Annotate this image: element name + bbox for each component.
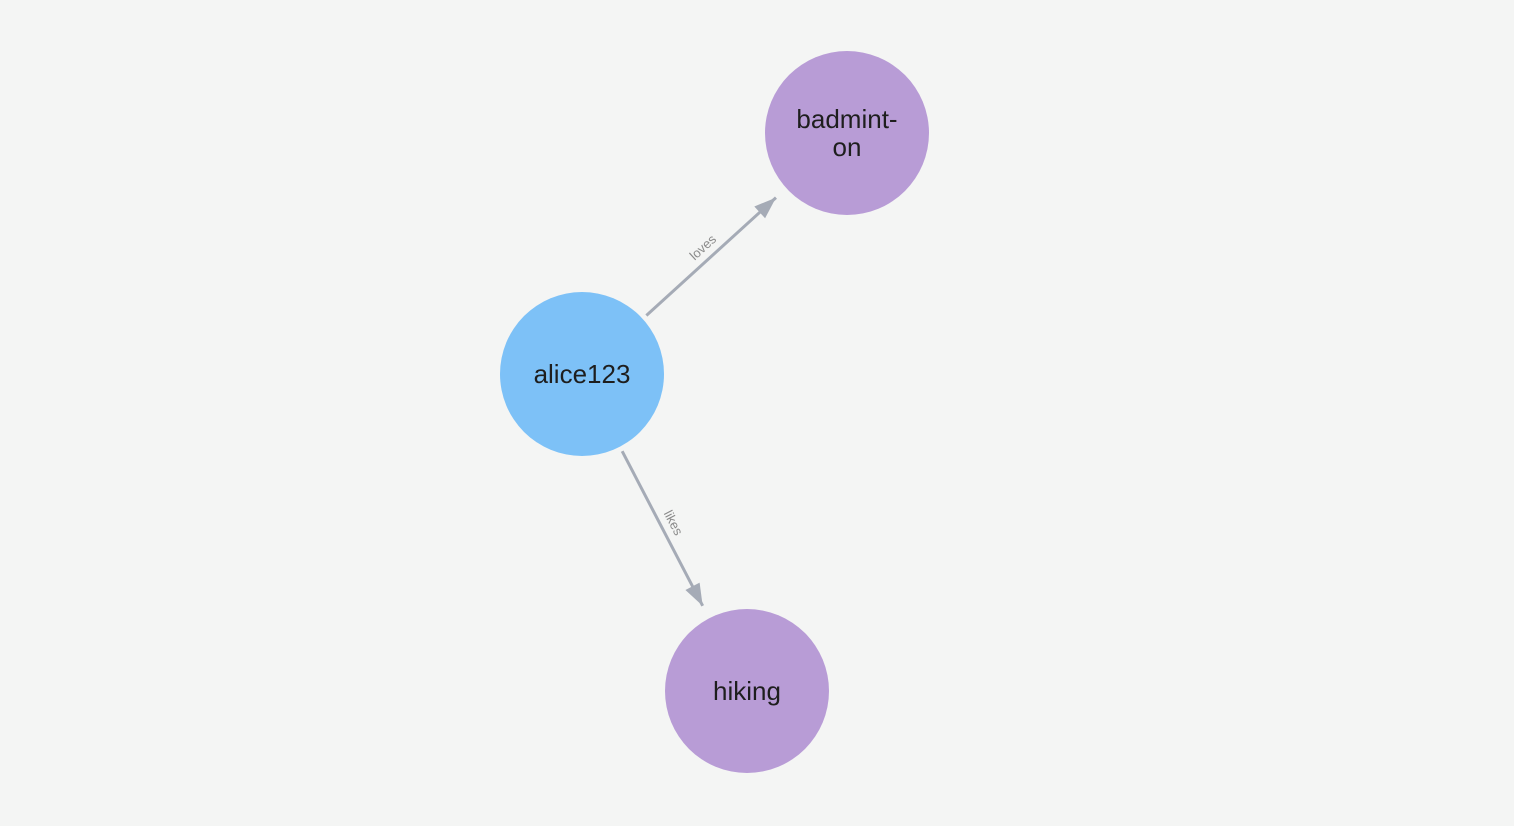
node-label-badminton: badmint-on: [796, 104, 897, 162]
node-circle-alice123[interactable]: [500, 292, 664, 456]
edge-line-likes[interactable]: [620, 450, 705, 607]
node-alice123[interactable]: alice123: [500, 292, 664, 456]
node-circle-badminton[interactable]: [765, 51, 929, 215]
node-hiking[interactable]: hiking: [665, 609, 829, 773]
node-label-hiking: hiking: [713, 676, 781, 706]
node-label-alice123: alice123: [534, 359, 631, 389]
edge-label: loves: [686, 231, 719, 263]
node-badminton[interactable]: badmint-on: [765, 51, 929, 215]
node-label-line: on: [833, 132, 862, 162]
node-label-line: alice123: [534, 359, 631, 389]
edge-loves[interactable]: loves: [645, 196, 777, 317]
node-label-line: badmint-: [796, 104, 897, 134]
edge-likes[interactable]: likes: [620, 450, 705, 607]
node-circle-hiking[interactable]: [665, 609, 829, 773]
node-label-line: hiking: [713, 676, 781, 706]
edge-line-loves[interactable]: [645, 196, 777, 317]
